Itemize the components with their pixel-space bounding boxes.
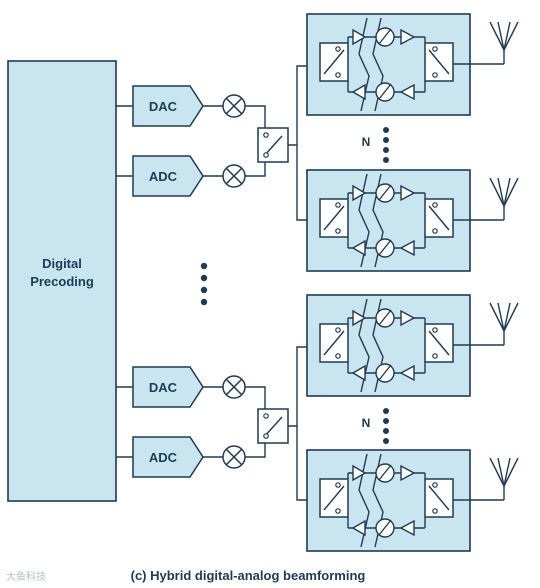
mixer-icon <box>222 94 246 118</box>
antenna-icon <box>469 302 519 346</box>
dac-block-upper <box>132 85 204 127</box>
mixer-icon <box>222 375 246 399</box>
rf-module-3 <box>306 294 471 397</box>
n-label-upper: N <box>362 135 371 149</box>
rf-module-4 <box>306 449 471 552</box>
adc-label-upper: ADC <box>149 169 178 184</box>
dac-label-upper: DAC <box>149 99 178 114</box>
rf-module-1 <box>306 13 471 116</box>
mixer-icon <box>222 164 246 188</box>
ellipsis-dots-upper <box>383 127 389 163</box>
ellipsis-dots-lower <box>383 408 389 444</box>
antenna-icon <box>469 457 519 501</box>
ellipsis-dots-middle <box>200 262 208 306</box>
digital-precoding-block <box>7 60 117 502</box>
digital-precoding-label-line2: Precoding <box>30 274 94 289</box>
switch-icon <box>257 408 289 444</box>
n-label-lower: N <box>362 416 371 430</box>
figure-caption: (c) Hybrid digital-analog beamforming <box>131 568 366 583</box>
dac-block-lower <box>132 366 204 408</box>
adc-block-lower <box>132 436 204 478</box>
adc-label-lower: ADC <box>149 450 178 465</box>
watermark: 大鱼科技 <box>6 570 46 583</box>
dac-label-lower: DAC <box>149 380 178 395</box>
antenna-icon <box>469 177 519 221</box>
mixer-icon <box>222 445 246 469</box>
rf-module-2 <box>306 169 471 272</box>
digital-precoding-label-line1: Digital <box>42 256 82 271</box>
antenna-icon <box>469 21 519 65</box>
switch-icon <box>257 127 289 163</box>
adc-block-upper <box>132 155 204 197</box>
